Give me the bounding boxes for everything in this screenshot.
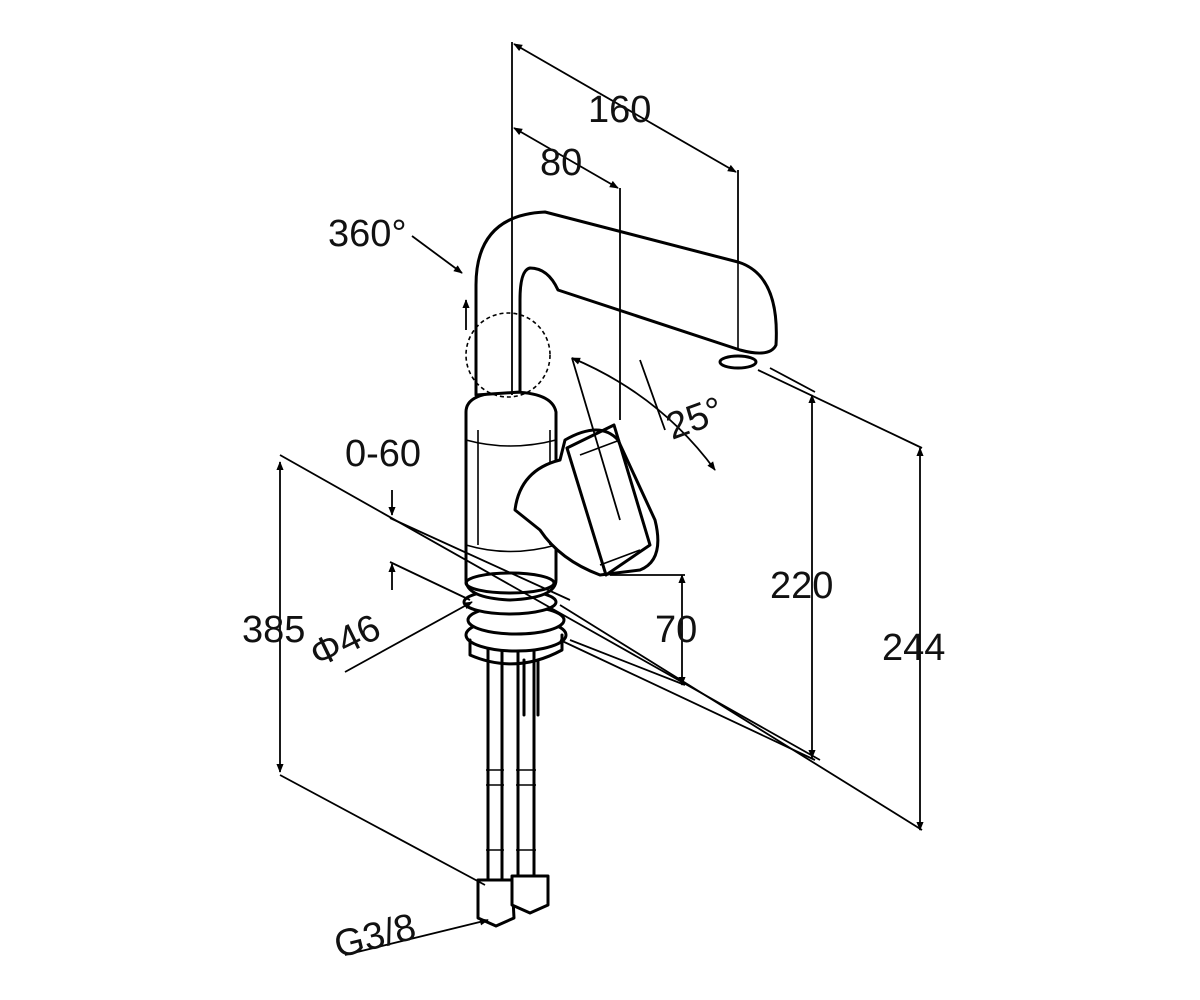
- label-25-degrees: 25°: [661, 389, 729, 448]
- label-g3-8: G3/8: [330, 906, 420, 967]
- dimension-lines: [276, 42, 924, 956]
- label-70: 70: [655, 609, 697, 651]
- label-80: 80: [540, 142, 582, 184]
- supply-hoses: [476, 638, 550, 928]
- label-385: 385: [242, 609, 305, 651]
- label-244: 244: [882, 627, 945, 669]
- label-220: 220: [770, 565, 833, 607]
- faucet-spout: [465, 210, 778, 398]
- label-0-60: 0-60: [345, 433, 421, 475]
- label-360: 360°: [328, 213, 407, 255]
- label-phi-46: Φ46: [304, 607, 388, 677]
- label-160: 160: [588, 89, 651, 131]
